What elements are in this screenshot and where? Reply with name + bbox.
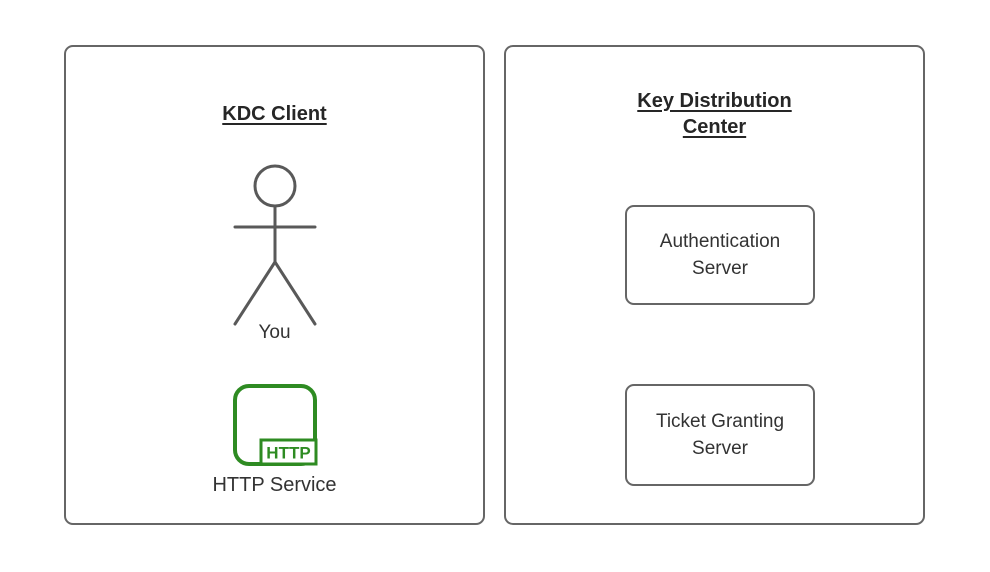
ticket-granting-server-node: Ticket Granting Server — [625, 384, 815, 486]
authentication-server-node: Authentication Server — [625, 205, 815, 305]
http-badge-frame — [259, 438, 318, 466]
kdc-client-panel: KDC Client You HTTP HTTP Service — [64, 45, 485, 525]
http-service-label: HTTP Service — [212, 474, 337, 496]
actor-head — [253, 164, 297, 208]
key-distribution-center-panel: Key Distribution Center Authentication S… — [504, 45, 925, 525]
authentication-server-label: Authentication Server — [659, 231, 781, 279]
http-badge-label: HTTP — [266, 444, 310, 463]
kdc-title: Key Distribution Center — [637, 90, 792, 138]
http-service-icon: HTTP — [233, 384, 318, 466]
actor-left-leg — [233, 260, 277, 326]
ticket-granting-server-label: Ticket Granting Server — [655, 411, 785, 459]
actor-label: You — [258, 322, 291, 343]
person-actor-icon — [233, 164, 317, 326]
actor-right-leg — [273, 260, 317, 326]
kdc-client-title: KDC Client — [222, 103, 327, 125]
